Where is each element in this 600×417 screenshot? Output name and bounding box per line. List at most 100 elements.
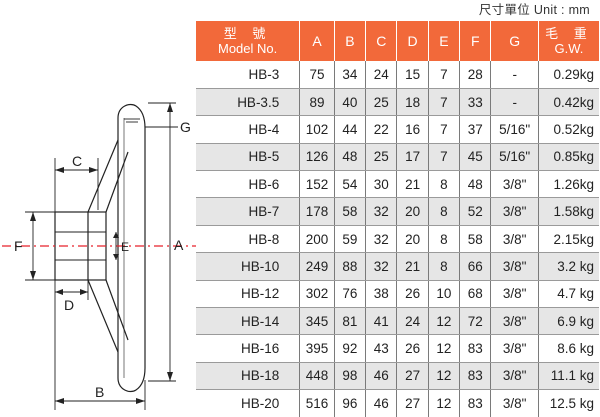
dimension-label-c: C xyxy=(72,153,82,169)
cell-c: 32 xyxy=(365,252,397,281)
cell-b: 76 xyxy=(333,280,366,309)
cell-b: 44 xyxy=(333,115,366,144)
cell-c: 25 xyxy=(365,143,397,172)
dimension-label-e: E xyxy=(121,240,129,254)
cell-e: 7 xyxy=(427,88,460,117)
cell-gw: 0.42kg xyxy=(537,88,599,117)
cell-a: 345 xyxy=(299,307,335,336)
cell-gw: 0.85kg xyxy=(537,143,599,172)
cell-a: 448 xyxy=(299,362,335,391)
unit-note: 尺寸單位 Unit : mm xyxy=(478,3,590,17)
header-col-b: B xyxy=(333,21,366,61)
cell-model: HB-14 xyxy=(196,307,300,336)
cell-f: 83 xyxy=(459,334,491,363)
cell-g: 5/16" xyxy=(490,115,539,144)
cell-model: HB-6 xyxy=(196,170,300,199)
header-col-c: C xyxy=(365,21,397,61)
cell-a: 178 xyxy=(299,197,335,226)
cell-f: 52 xyxy=(459,197,491,226)
cell-f: 83 xyxy=(459,389,491,417)
cell-f: 68 xyxy=(459,280,491,309)
cell-f: 45 xyxy=(459,143,491,172)
dimension-label-b: B xyxy=(95,384,104,400)
header-col-d: D xyxy=(396,21,429,61)
cell-e: 12 xyxy=(427,307,460,336)
cell-model: HB-12 xyxy=(196,280,300,309)
dimension-label-a: A xyxy=(174,237,184,253)
header-col-e: E xyxy=(427,21,460,61)
cell-c: 24 xyxy=(365,61,397,89)
cell-b: 59 xyxy=(333,225,366,254)
cell-c: 25 xyxy=(365,88,397,117)
cell-model: HB-18 xyxy=(196,362,300,391)
cell-a: 102 xyxy=(299,115,335,144)
cell-c: 22 xyxy=(365,115,397,144)
cell-b: 88 xyxy=(333,252,366,281)
cell-gw: 1.58kg xyxy=(537,197,599,226)
header-gw-zh: 毛 重 xyxy=(545,26,593,41)
cell-b: 54 xyxy=(333,170,366,199)
cell-b: 48 xyxy=(333,143,366,172)
cell-gw: 6.9 kg xyxy=(537,307,599,336)
cell-g: 3/8" xyxy=(490,280,539,309)
cell-d: 21 xyxy=(396,170,429,199)
cell-f: 58 xyxy=(459,225,491,254)
cell-d: 17 xyxy=(396,143,429,172)
cell-d: 27 xyxy=(396,362,429,391)
cell-d: 27 xyxy=(396,389,429,417)
cell-g: 3/8" xyxy=(490,389,539,417)
cell-b: 92 xyxy=(333,334,366,363)
cell-e: 7 xyxy=(427,61,460,89)
header-col-a: A xyxy=(299,21,335,61)
header-model: 型 號 Model No. xyxy=(196,21,300,61)
cell-g: 3/8" xyxy=(490,197,539,226)
cell-gw: 2.15kg xyxy=(537,225,599,254)
cell-c: 30 xyxy=(365,170,397,199)
cell-model: HB-4 xyxy=(196,115,300,144)
cell-e: 8 xyxy=(427,197,460,226)
cell-e: 12 xyxy=(427,389,460,417)
cell-d: 26 xyxy=(396,280,429,309)
cell-f: 37 xyxy=(459,115,491,144)
cell-e: 8 xyxy=(427,170,460,199)
cell-c: 46 xyxy=(365,389,397,417)
cell-e: 8 xyxy=(427,225,460,254)
cell-a: 516 xyxy=(299,389,335,417)
cell-g: - xyxy=(490,88,539,117)
cell-gw: 12.5 kg xyxy=(537,389,599,417)
cell-d: 26 xyxy=(396,334,429,363)
dimension-label-f: F xyxy=(14,238,23,254)
cell-g: 3/8" xyxy=(490,307,539,336)
cell-gw: 3.2 kg xyxy=(537,252,599,281)
cell-a: 249 xyxy=(299,252,335,281)
header-col-g: G xyxy=(490,21,539,61)
table-header-row: 型 號 Model No. A B C D E F G 毛 重 G.W. xyxy=(196,21,599,61)
cell-e: 7 xyxy=(427,143,460,172)
cell-f: 33 xyxy=(459,88,491,117)
cell-model: HB-10 xyxy=(196,252,300,281)
cell-f: 72 xyxy=(459,307,491,336)
cell-g: - xyxy=(490,61,539,89)
cell-f: 66 xyxy=(459,252,491,281)
cell-d: 20 xyxy=(396,225,429,254)
cell-d: 24 xyxy=(396,307,429,336)
cell-f: 48 xyxy=(459,170,491,199)
cell-f: 28 xyxy=(459,61,491,89)
cell-c: 41 xyxy=(365,307,397,336)
cell-c: 46 xyxy=(365,362,397,391)
cell-b: 34 xyxy=(333,61,366,89)
cell-d: 16 xyxy=(396,115,429,144)
cell-gw: 0.52kg xyxy=(537,115,599,144)
cell-c: 43 xyxy=(365,334,397,363)
header-gw-en: G.W. xyxy=(554,41,584,56)
cell-b: 81 xyxy=(333,307,366,336)
